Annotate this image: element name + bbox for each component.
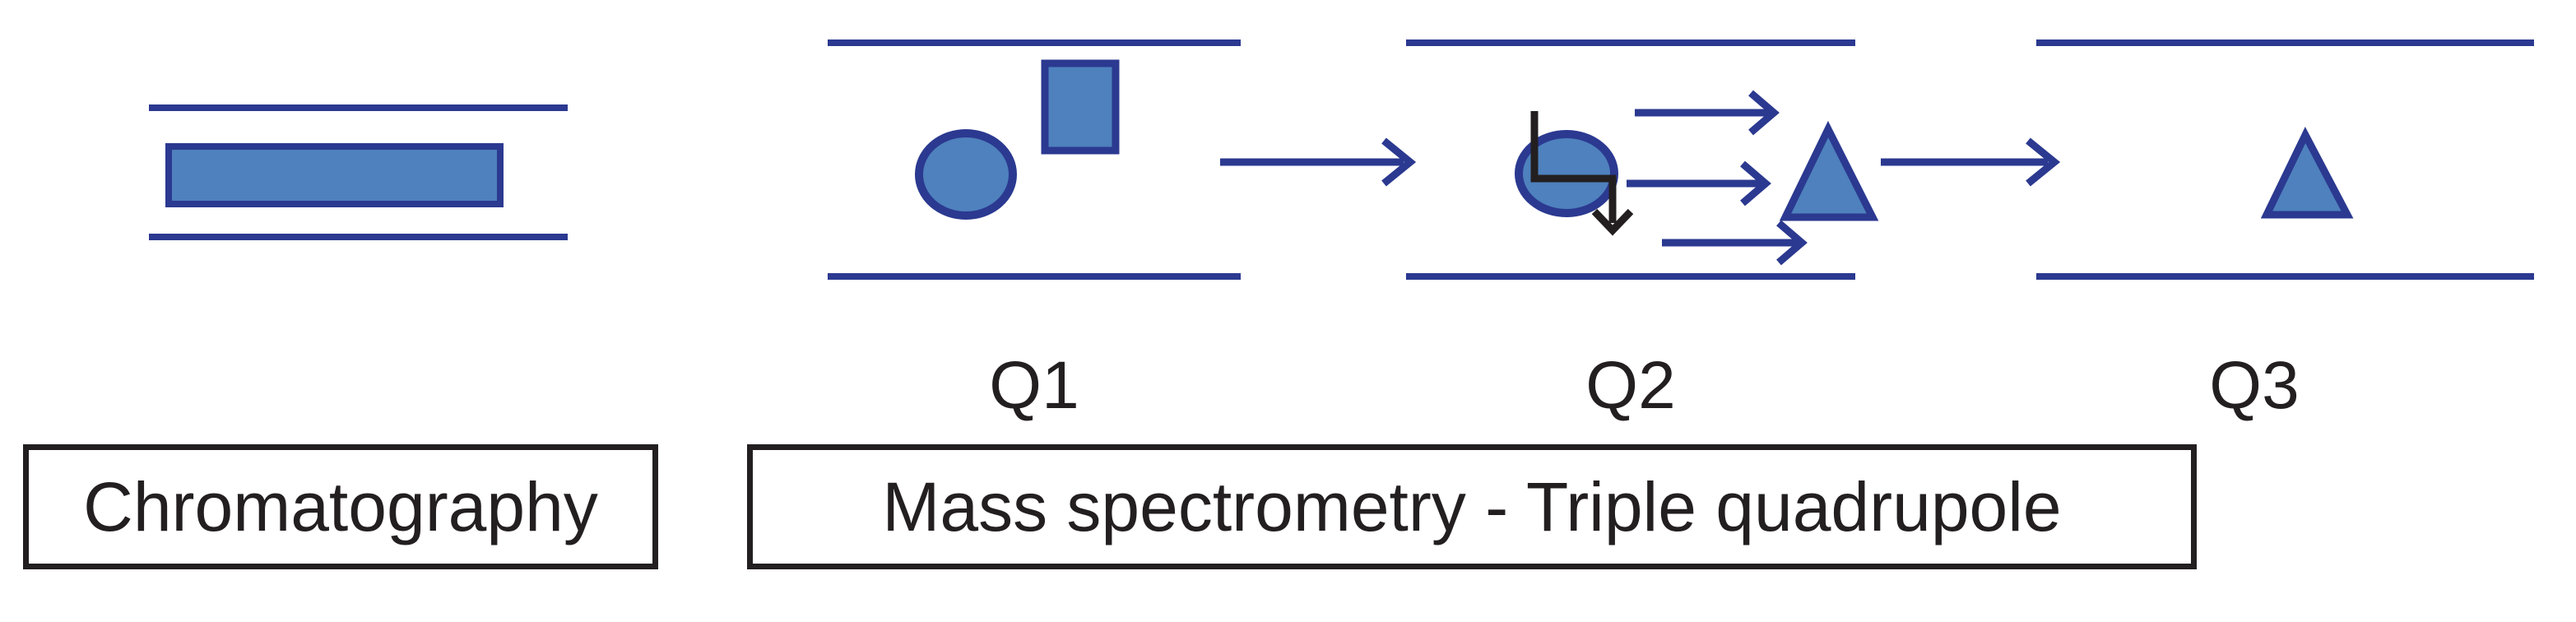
product-ion-triangle-q2 (1779, 120, 1879, 221)
ion-transfer-arrow-q1-q2-head (1381, 137, 1417, 187)
q1-label: Q1 (989, 348, 1079, 423)
ion-transfer-arrow-q2-q3 (1881, 137, 2061, 187)
ion-transfer-arrow-q1-q2 (1220, 137, 1417, 187)
analyte-band-rect (165, 143, 504, 207)
fragment-beam-arrow-middle-head (1740, 160, 1771, 207)
interferent-ion-square-q1 (1041, 59, 1120, 155)
fragment-beam-arrow-bottom (1662, 220, 1808, 266)
fragment-beam-arrow-top-head (1748, 90, 1780, 136)
fragment-beam-arrow-middle (1627, 160, 1771, 207)
selected-product-ion-triangle-q3 (2260, 127, 2354, 219)
chromatography-caption-box: Chromatography (23, 444, 658, 569)
precursor-ion-ellipse-q2 (1515, 130, 1618, 217)
mass-spectrometry-caption-label: Mass spectrometry - Triple quadrupole (882, 468, 2062, 545)
fragment-beam-arrow-bottom-head (1776, 220, 1808, 266)
chromatography-caption-label: Chromatography (83, 468, 598, 545)
fragment-beam-arrow-top (1635, 90, 1780, 136)
mass-spectrometry-caption-box: Mass spectrometry - Triple quadrupole (747, 444, 2197, 569)
precursor-ion-ellipse-q1 (915, 129, 1017, 220)
q3-label: Q3 (2209, 348, 2300, 423)
ion-transfer-arrow-q2-q3-head (2026, 137, 2061, 187)
q2-label: Q2 (1585, 348, 1676, 423)
fragmentation-mark (1530, 111, 1617, 223)
fragmentation-down-arrowhead-icon (1591, 208, 1634, 236)
